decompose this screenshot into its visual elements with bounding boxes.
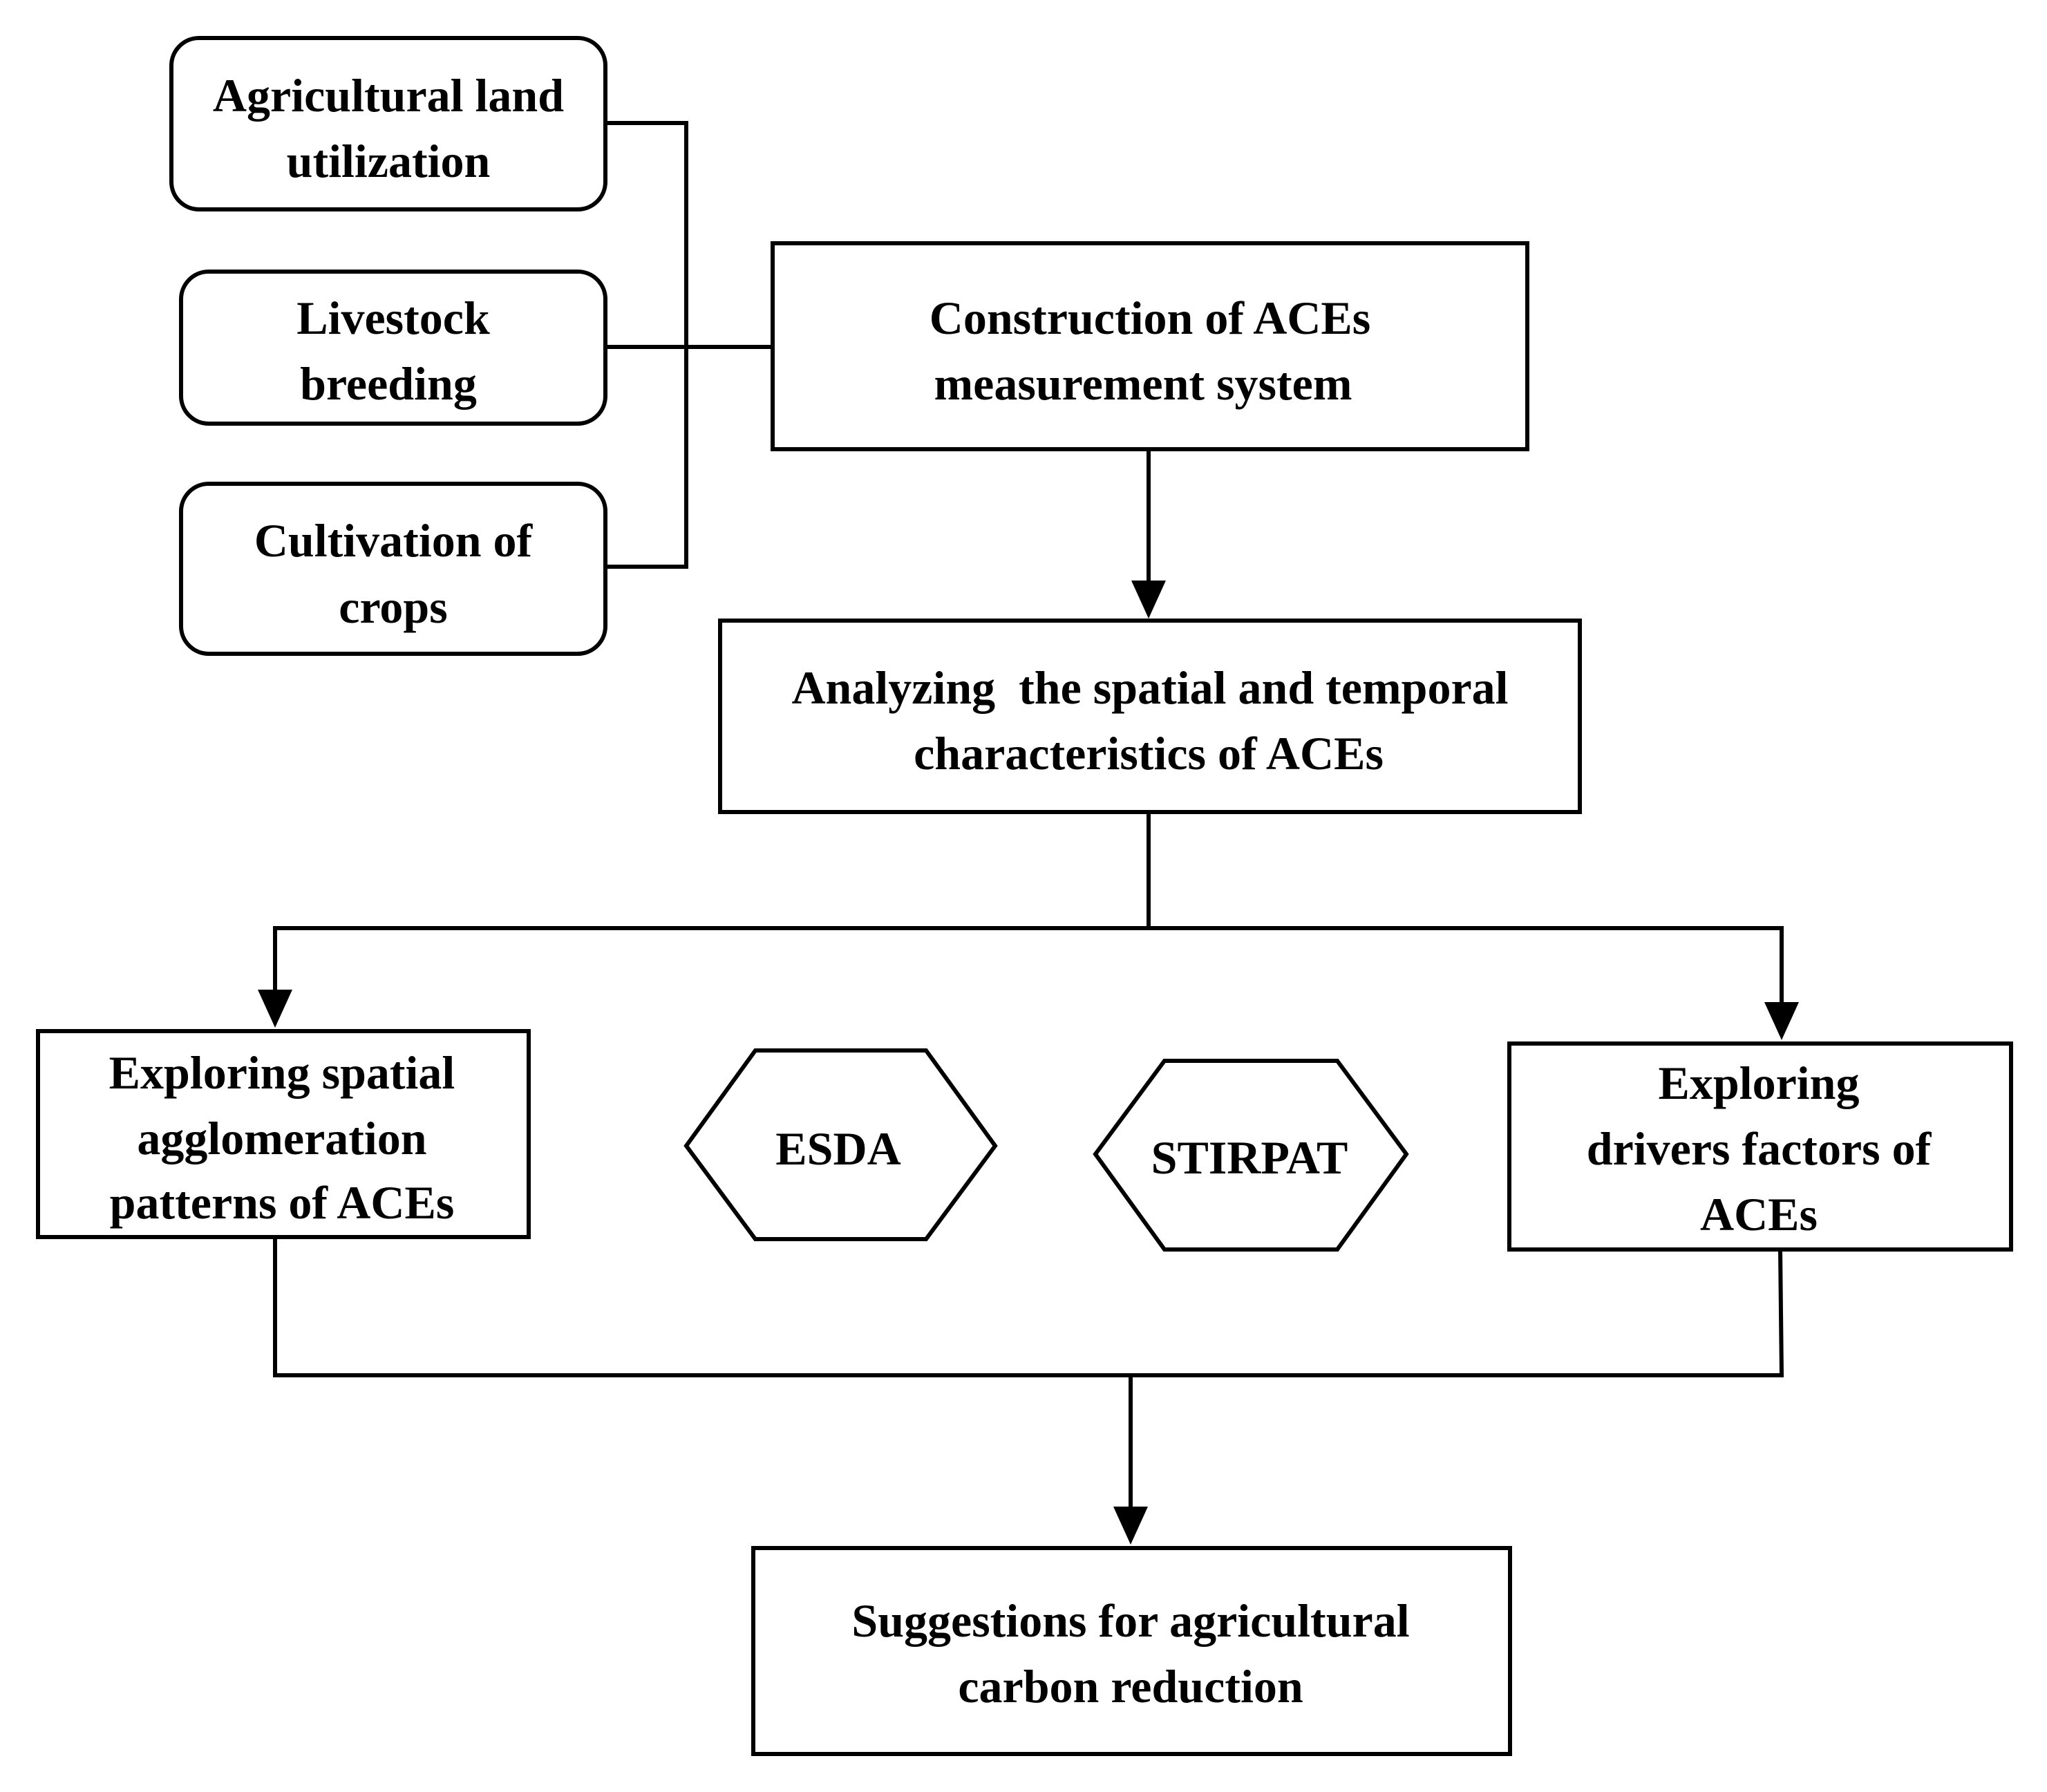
node-construction: Construction of ACEs measurement system (771, 241, 1529, 451)
node-suggestions-line-2: carbon reduction (958, 1660, 1303, 1713)
connector-spatial-down (273, 1237, 1784, 1377)
node-livestock-line-1: Livestock (296, 292, 490, 344)
arrowhead-spatial (258, 990, 292, 1028)
node-agri-land-line-1: Agricultural land (213, 69, 564, 122)
node-drivers: Exploring drivers factors of ACEs (1507, 1041, 2013, 1252)
node-agri-land-line-2: utilization (287, 135, 491, 187)
node-crops-line-1: Cultivation of (254, 514, 534, 567)
connectors (258, 121, 1799, 1545)
node-spatial-line-1: Exploring spatial (109, 1046, 455, 1099)
node-livestock-line-2: breeding (300, 357, 477, 410)
node-crops-line-2: crops (339, 581, 447, 633)
node-analyzing: Analyzing the spatial and temporal chara… (718, 619, 1582, 814)
node-drivers-line-3: ACEs (1700, 1188, 1818, 1241)
arrowhead-suggestions (1113, 1507, 1148, 1545)
node-spatial-line-3: patterns of ACEs (110, 1176, 455, 1229)
arrowhead-drivers (1764, 1002, 1799, 1040)
node-esda-label: ESDA (775, 1122, 900, 1175)
node-spatial: Exploring spatial agglomeration patterns… (36, 1029, 531, 1239)
node-stirpat: STIRPAT (1093, 1059, 1409, 1252)
node-spatial-line-2: agglomeration (137, 1112, 426, 1164)
node-drivers-line-2: drivers factors of (1587, 1122, 1932, 1175)
node-drivers-line-1: Exploring (1659, 1057, 1860, 1109)
node-esda: ESDA (683, 1048, 998, 1241)
connector-agri-land (605, 121, 688, 569)
node-suggestions: Suggestions for agricultural carbon redu… (751, 1546, 1512, 1756)
arrowhead-analyzing (1131, 581, 1166, 619)
node-analyzing-line-1: Analyzing the spatial and temporal (791, 661, 1508, 714)
node-agri-land: Agricultural land utilization (169, 36, 607, 211)
node-analyzing-line-2: characteristics of ACEs (914, 727, 1384, 780)
node-construction-line-2: measurement system (934, 357, 1352, 410)
node-suggestions-line-1: Suggestions for agricultural (851, 1594, 1409, 1647)
node-construction-line-1: Construction of ACEs (930, 292, 1371, 344)
node-livestock: Livestock breeding (179, 270, 607, 426)
node-stirpat-label: STIRPAT (1151, 1131, 1348, 1184)
node-crops: Cultivation of crops (179, 482, 607, 656)
